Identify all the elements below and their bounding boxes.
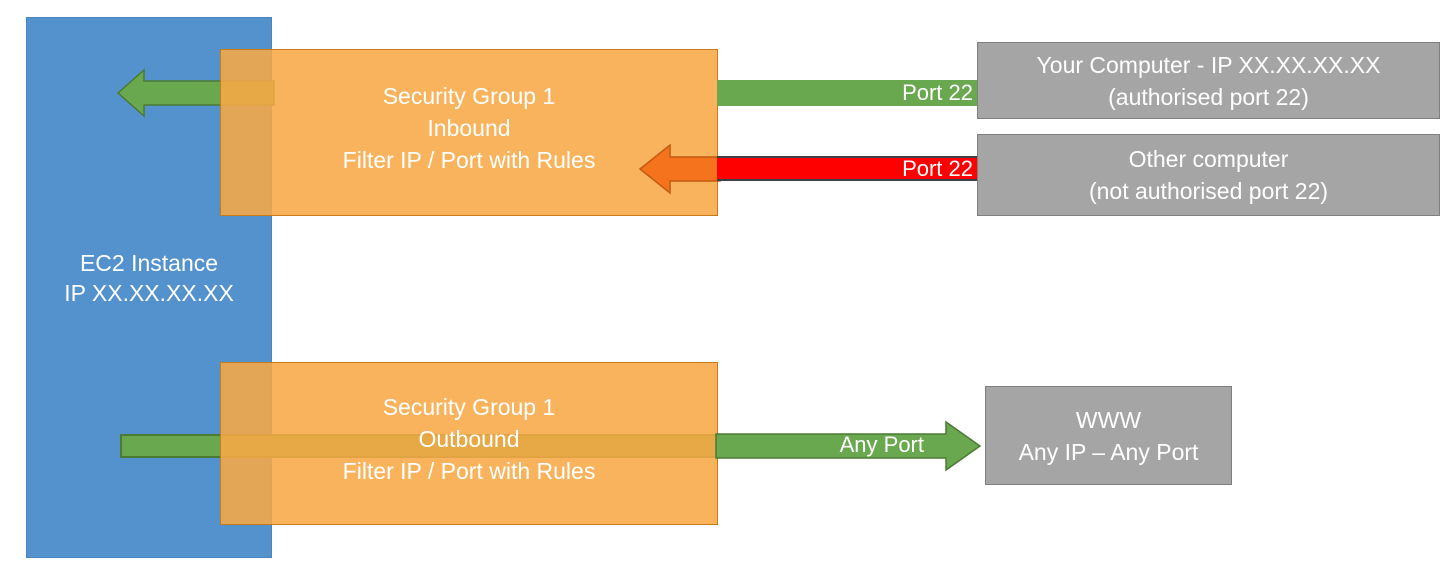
external-other-computer-box: Other computer (not authorised port 22) — [977, 134, 1440, 216]
connector-allowed-anyport-label: Any Port — [839, 432, 924, 457]
security-group-outbound-label: Security Group 1 Outbound Filter IP / Po… — [342, 394, 596, 484]
connector-allowed-port22-label: Port 22 — [902, 80, 973, 105]
connector-allowed-port22: Port 22 — [717, 80, 979, 106]
security-group-outbound-box: Security Group 1 Outbound Filter IP / Po… — [220, 362, 718, 525]
ec2-instance-label: EC2 Instance IP XX.XX.XX.XX — [64, 250, 234, 306]
external-www-box: WWW Any IP – Any Port — [985, 386, 1232, 485]
connector-blocked-port22-label: Port 22 — [902, 155, 973, 181]
allowed-outbound-arrow-to-www — [715, 420, 982, 472]
blocked-inbound-arrow-head — [638, 143, 721, 195]
connector-blocked-port22: Port 22 — [717, 156, 979, 181]
external-your-computer-box: Your Computer - IP XX.XX.XX.XX (authoris… — [977, 42, 1440, 119]
